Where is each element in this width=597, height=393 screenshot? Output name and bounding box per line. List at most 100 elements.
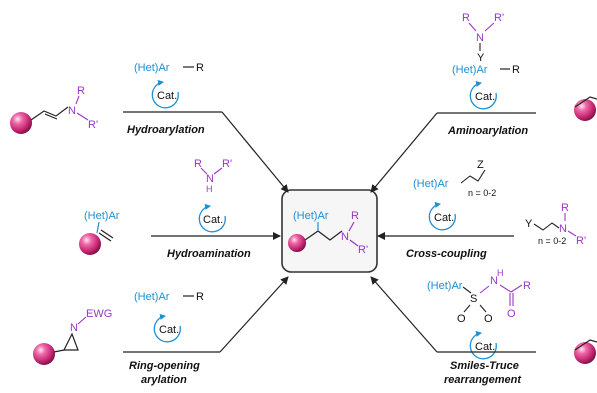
smiles-truce-h: H <box>497 268 504 278</box>
hydroarylation-label: Hydroarylation <box>127 124 205 136</box>
aminoarylation-amine-r: R <box>462 12 470 24</box>
cross-coupling-cat: Cat. <box>434 212 454 224</box>
cross-coupling-sub-chain <box>533 222 560 231</box>
ring-opening-aziridine <box>63 332 79 351</box>
hydroamination-route: (Het)Ar R N H R' Cat. Hydroamination <box>79 158 281 260</box>
cross-coupling-hetar: (Het)Ar <box>413 178 449 190</box>
product-nrp-bond <box>349 239 359 247</box>
product-nr-bond <box>348 221 355 232</box>
hydroarylation-sub-rp: R' <box>88 119 98 131</box>
hydroamination-amine-h: H <box>206 184 213 194</box>
hydroarylation-sub-n: N <box>68 105 76 117</box>
hydroamination-nrp-bond <box>213 167 223 175</box>
smiles-truce-o1: O <box>457 313 466 325</box>
ring-opening-sphere-bond <box>53 349 65 353</box>
smiles-truce-r: R <box>523 280 531 292</box>
hydroarylation-double-bond <box>44 113 58 120</box>
smiles-truce-arrow <box>370 276 438 353</box>
hydroarylation-nr-bond <box>75 95 80 105</box>
cross-coupling-sub-n-range: n = 0-2 <box>538 236 566 246</box>
ring-opening-cat: Cat. <box>159 324 179 336</box>
hydroarylation-route: N R R' (Het)Ar R Cat. Hydroarylation <box>10 62 289 193</box>
cross-coupling-cycle-arrow <box>428 201 456 231</box>
smiles-truce-cat: Cat. <box>475 341 495 353</box>
aminoarylation-nrp-bond <box>484 22 495 32</box>
product-box: (Het)Ar N R R' <box>281 189 378 273</box>
cross-coupling-sub-r: R <box>561 202 569 214</box>
ring-opening-hetar: (Het)Ar <box>134 291 170 303</box>
smiles-truce-label-2: rearrangement <box>444 374 522 386</box>
aminoarylation-r: R <box>512 64 520 76</box>
ring-opening-label-1: Ring-opening <box>129 360 200 372</box>
product-sphere <box>288 234 306 252</box>
smiles-truce-sphere <box>574 342 596 364</box>
aminoarylation-route: R N R' Y (Het)Ar R Cat. Aminoarylation <box>370 12 597 193</box>
smiles-truce-cycle-arrow <box>469 330 497 360</box>
product-r: R <box>351 210 359 222</box>
ring-opening-sub-n: N <box>70 322 78 334</box>
hydroamination-amine-n: N <box>206 173 214 185</box>
hydroamination-sphere <box>79 233 101 255</box>
smiles-truce-so1-bond <box>463 304 471 313</box>
ring-opening-cycle-arrow <box>153 313 181 343</box>
product-hetar: (Het)Ar <box>293 210 329 222</box>
hydroarylation-r: R <box>196 62 204 74</box>
hydroarylation-sub-r: R <box>77 85 85 97</box>
smiles-truce-n: N <box>490 275 498 287</box>
hydroamination-alkene <box>98 232 112 242</box>
aminoarylation-cat: Cat. <box>475 91 495 103</box>
hydroarylation-cat: Cat. <box>157 90 177 102</box>
cross-coupling-sub-y: Y <box>525 218 533 230</box>
smiles-truce-nc-bond <box>499 284 512 293</box>
cross-coupling-sub-rp: R' <box>576 235 586 247</box>
product-box-frame <box>281 189 378 273</box>
hydroamination-label: Hydroamination <box>167 248 251 260</box>
smiles-truce-so2-bond <box>479 304 487 313</box>
smiles-truce-s: S <box>470 293 477 305</box>
ring-opening-route: N EWG (Het)Ar R Cat. Ring-opening arylat… <box>33 276 289 386</box>
hydroamination-amine-rp: R' <box>222 158 232 170</box>
cross-coupling-label: Cross-coupling <box>406 248 487 260</box>
ring-opening-r: R <box>196 291 204 303</box>
smiles-truce-alkene <box>574 339 597 351</box>
hydroamination-alkene-2 <box>100 229 114 239</box>
product-chain <box>304 230 343 241</box>
aminoarylation-arrow <box>370 112 438 193</box>
ring-opening-sphere <box>33 343 55 365</box>
cross-coupling-n-range: n = 0-2 <box>468 188 496 198</box>
smiles-truce-o3: O <box>507 308 516 320</box>
hydroarylation-arrow <box>221 111 289 193</box>
cross-coupling-sub-nrp-bond <box>567 230 577 237</box>
aminoarylation-cycle-arrow <box>469 80 497 110</box>
aminoarylation-amine-y: Y <box>477 52 485 64</box>
ring-opening-ewg: EWG <box>86 308 112 320</box>
aminoarylation-rn-bond <box>468 22 477 32</box>
hydroarylation-alkene <box>30 106 69 121</box>
ring-opening-arrow <box>219 276 289 353</box>
hydroamination-rn-bond <box>200 167 208 175</box>
smiles-truce-label-1: Smiles-Truce <box>450 360 519 372</box>
hydroamination-amine-r: R <box>194 158 202 170</box>
aminoarylation-amine-rp: R' <box>494 12 504 24</box>
product-n: N <box>341 231 349 243</box>
aminoarylation-amine-n: N <box>476 32 484 44</box>
hydroarylation-cycle-arrow <box>151 79 179 109</box>
smiles-truce-route: (Het)Ar S O O N H R O Cat. Smiles-Truce … <box>370 268 597 386</box>
cross-coupling-z: Z <box>477 159 484 171</box>
aminoarylation-hetar: (Het)Ar <box>452 64 488 76</box>
smiles-truce-hetar: (Het)Ar <box>427 280 463 292</box>
hydroarylation-nrp-bond <box>76 112 89 121</box>
hydroamination-sub-hetar: (Het)Ar <box>84 210 120 222</box>
smiles-truce-ar-s-bond <box>462 286 472 294</box>
aminoarylation-sphere <box>574 99 596 121</box>
hydroarylation-sphere <box>10 112 32 134</box>
hydroamination-ar-bond <box>96 221 100 234</box>
hydroamination-cycle-arrow <box>198 203 226 233</box>
aminoarylation-alkene <box>574 96 597 108</box>
cross-coupling-sub-n: N <box>559 223 567 235</box>
cross-coupling-chain <box>460 169 486 184</box>
smiles-truce-cr-bond <box>510 284 523 293</box>
smiles-truce-o2: O <box>484 313 493 325</box>
